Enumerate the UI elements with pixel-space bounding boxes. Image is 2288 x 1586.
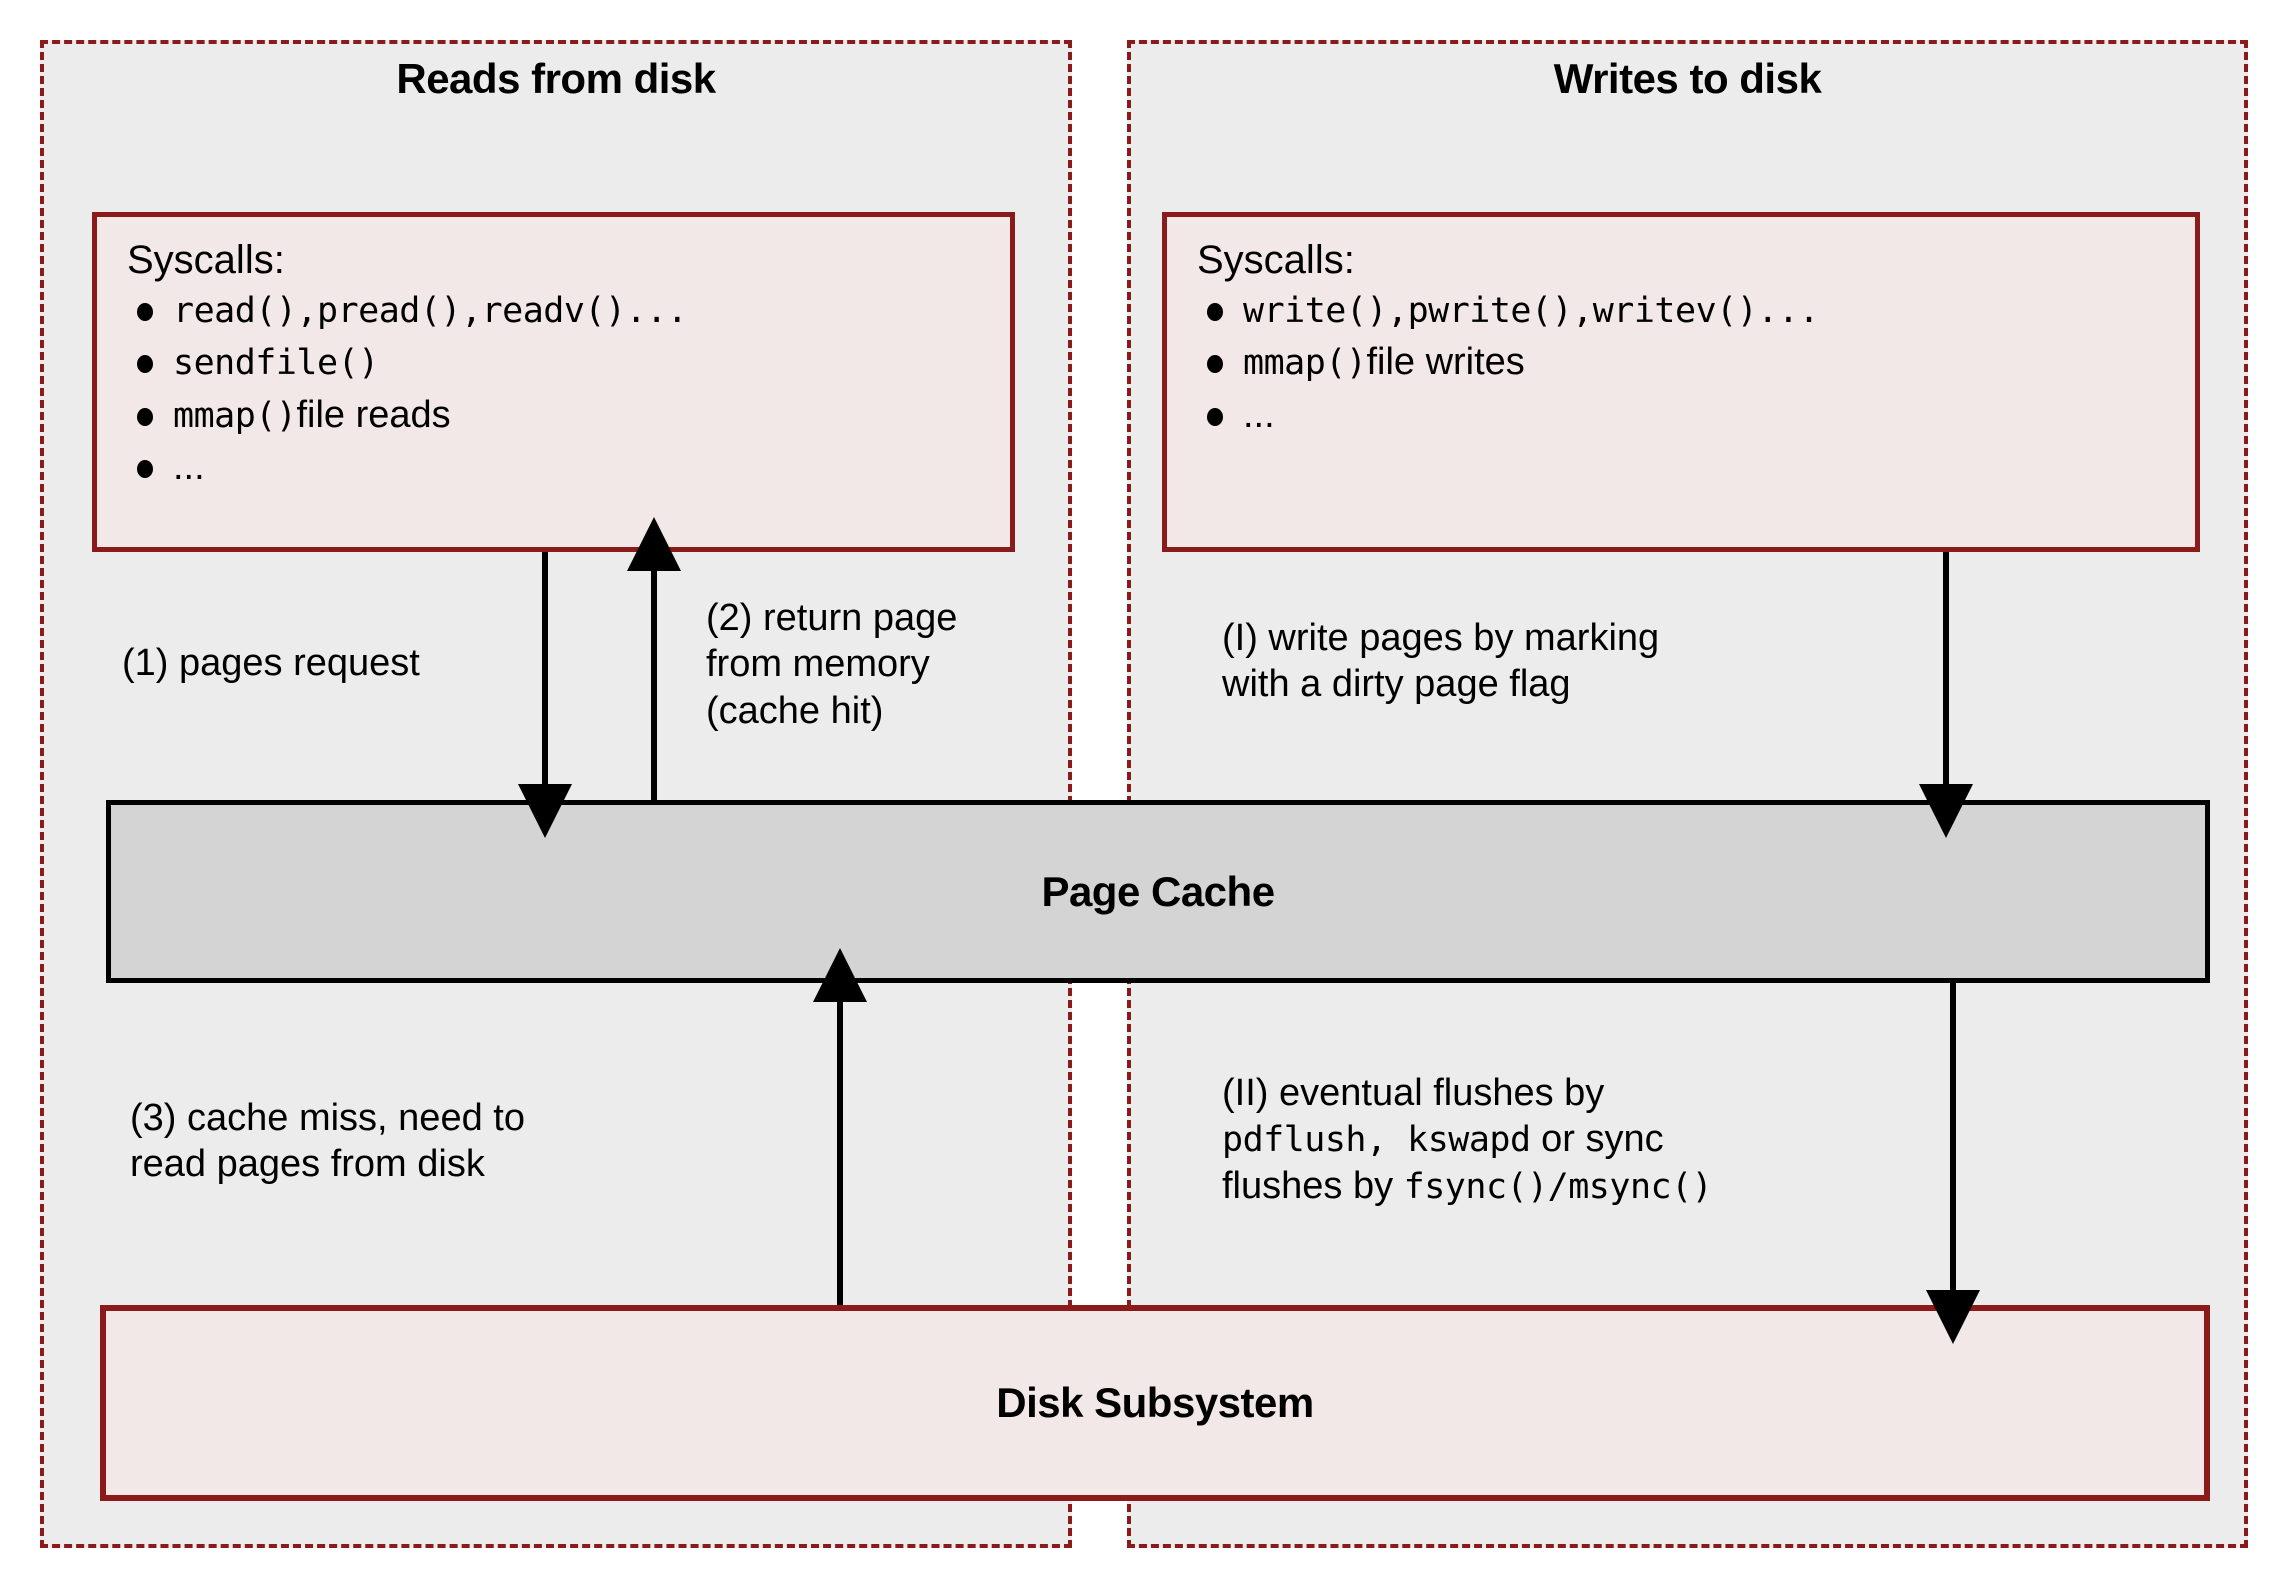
syscall-code: write(),pwrite(),writev()...	[1243, 291, 1820, 331]
caption-write-pages: (I) write pages by marking with a dirty …	[1222, 615, 1862, 708]
caption-line: pdflush, kswapd or sync	[1222, 1116, 1982, 1162]
caption-pages-request: (1) pages request	[122, 640, 522, 686]
list-item: mmap()file writes	[1193, 339, 2169, 385]
syscall-text: file reads	[296, 393, 451, 436]
page-cache-box: Page Cache	[106, 800, 2210, 983]
syscalls-read-box: Syscalls: read(),pread(),readv()... send…	[92, 212, 1015, 552]
panel-title-writes: Writes to disk	[1553, 55, 1822, 102]
list-item: mmap()file reads	[123, 392, 984, 438]
caption-line: (I) write pages by marking	[1222, 617, 1660, 659]
list-item: ...	[123, 444, 984, 490]
caption-line: (1) pages request	[122, 642, 420, 684]
syscall-code: mmap()	[1243, 343, 1367, 384]
panel-title-reads: Reads from disk	[396, 55, 716, 102]
syscall-text: ...	[1243, 393, 1275, 436]
disk-subsystem-box: Disk Subsystem	[100, 1305, 2210, 1501]
syscall-code: mmap()	[173, 395, 297, 436]
caption-cache-miss: (3) cache miss, need to read pages from …	[130, 1095, 690, 1188]
caption-flushes: (II) eventual flushes by pdflush, kswapd…	[1222, 1070, 1982, 1209]
syscall-text: file writes	[1366, 341, 1525, 384]
caption-line: flushes by fsync()/msync()	[1222, 1163, 1982, 1209]
syscall-text: ...	[173, 446, 205, 489]
caption-line: (3) cache miss, need to	[130, 1097, 525, 1139]
syscalls-read-heading: Syscalls:	[127, 238, 285, 282]
syscalls-write-box: Syscalls: write(),pwrite(),writev()... m…	[1162, 212, 2200, 552]
disk-subsystem-label: Disk Subsystem	[996, 1379, 1314, 1426]
list-item: sendfile()	[123, 339, 984, 385]
caption-text: flushes by	[1222, 1164, 1404, 1207]
caption-line: (II) eventual flushes by	[1222, 1072, 1605, 1114]
caption-line: with a dirty page flag	[1222, 663, 1571, 706]
caption-line: (cache hit)	[706, 689, 884, 732]
syscalls-write-list: write(),pwrite(),writev()... mmap()file …	[1193, 287, 2169, 438]
syscalls-write-heading: Syscalls:	[1197, 238, 1355, 282]
caption-return-page: (2) return page from memory (cache hit)	[706, 595, 1066, 734]
syscall-code: read(),pread(),readv()...	[173, 291, 688, 331]
caption-line: from memory	[706, 643, 930, 686]
syscall-code: sendfile()	[173, 343, 379, 384]
caption-line: (2) return page	[706, 597, 958, 639]
syscalls-read-list: read(),pread(),readv()... sendfile() mma…	[123, 287, 984, 490]
flush-syscalls-code: fsync()/msync()	[1403, 1166, 1713, 1207]
page-cache-label: Page Cache	[1041, 867, 1275, 915]
list-item: read(),pread(),readv()...	[123, 287, 984, 333]
flush-daemons-code: pdflush, kswapd	[1222, 1120, 1531, 1161]
list-item: write(),pwrite(),writev()...	[1193, 287, 2169, 333]
caption-text: or sync	[1530, 1118, 1664, 1161]
list-item: ...	[1193, 392, 2169, 438]
caption-line: read pages from disk	[130, 1143, 485, 1186]
